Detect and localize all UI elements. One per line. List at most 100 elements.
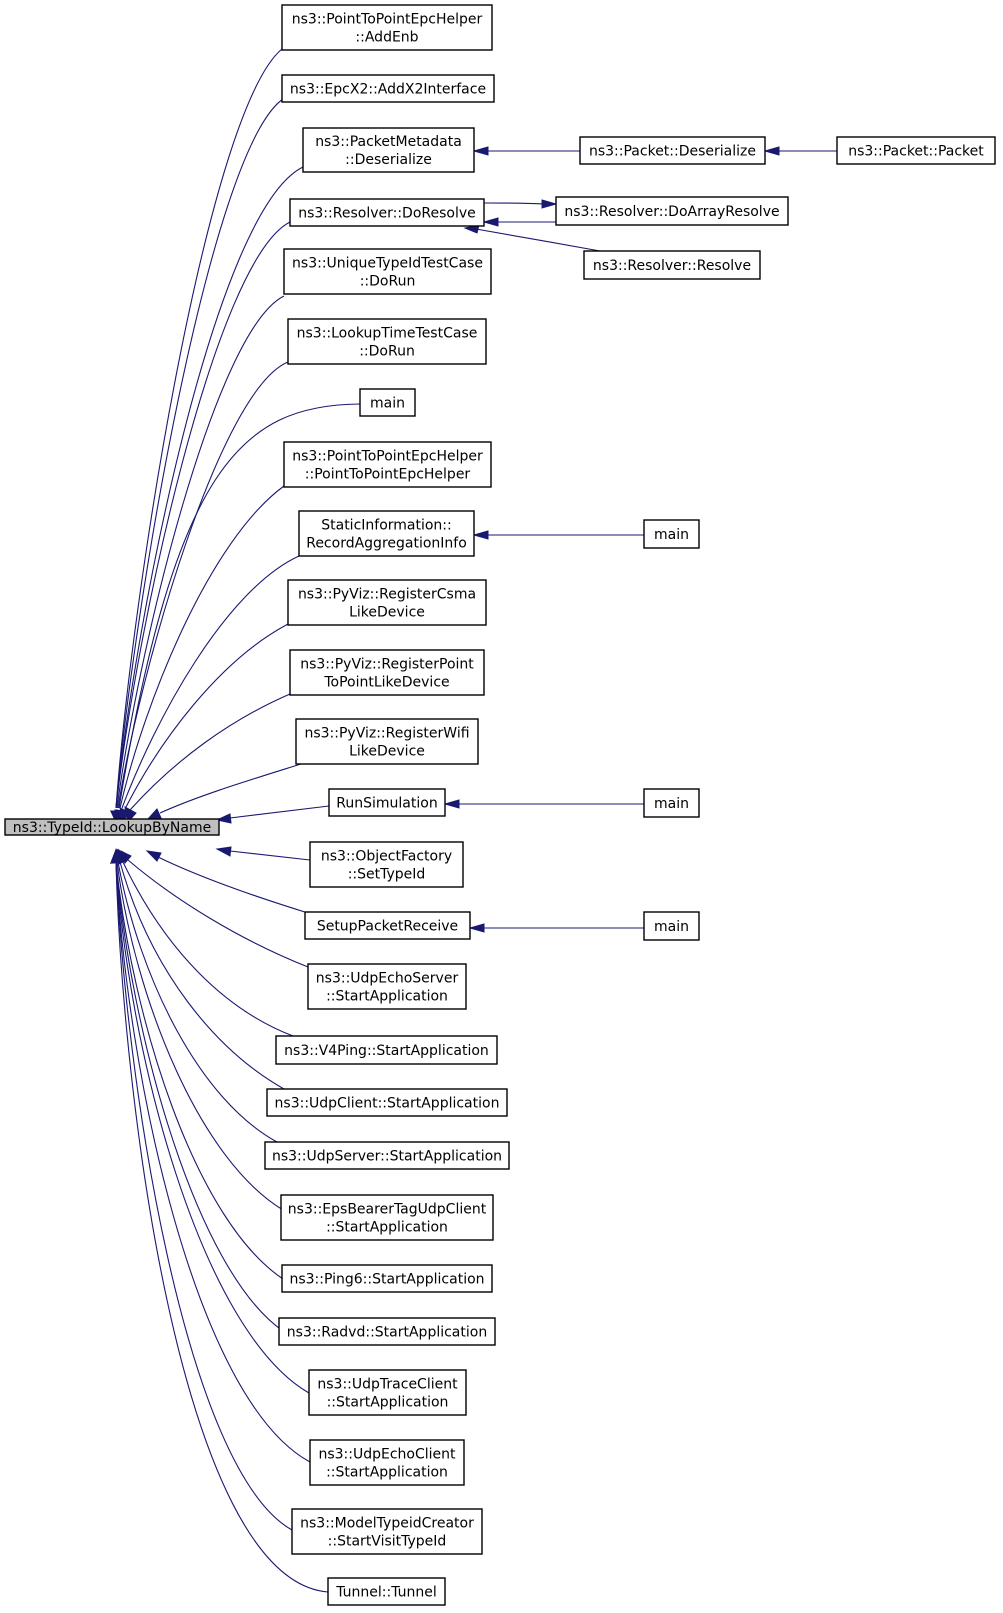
edge-line	[115, 861, 293, 1531]
node-box	[275, 1035, 498, 1065]
edge-line	[129, 693, 291, 811]
node-label: ::StartApplication	[326, 1220, 448, 1236]
node-run-simulation[interactable]: RunSimulation	[328, 788, 446, 817]
node-p2p-epc-ctor[interactable]: ns3::PointToPointEpcHelper::PointToPoint…	[283, 441, 492, 488]
node-radvd-start[interactable]: ns3::Radvd::StartApplication	[278, 1317, 496, 1346]
node-packet-packet[interactable]: ns3::Packet::Packet	[836, 136, 996, 165]
node-register-p2p[interactable]: ns3::PyViz::RegisterPointToPointLikeDevi…	[289, 649, 485, 696]
node-udp-client-start[interactable]: ns3::UdpClient::StartApplication	[266, 1088, 508, 1117]
node-root: ns3::TypeId::LookupByName	[4, 818, 220, 836]
node-model-typeid-creator[interactable]: ns3::ModelTypeidCreator::StartVisitTypeI…	[291, 1508, 483, 1555]
node-ping6-start[interactable]: ns3::Ping6::StartApplication	[281, 1264, 493, 1293]
node-main-1[interactable]: main	[359, 388, 416, 417]
node-add-x2[interactable]: ns3::EpcX2::AddX2Interface	[281, 74, 495, 103]
node-box	[289, 649, 485, 696]
node-udp-echo-client-start[interactable]: ns3::UdpEchoClient::StartApplication	[309, 1439, 465, 1486]
node-box	[295, 718, 479, 765]
node-add-enb[interactable]: ns3::PointToPointEpcHelper::AddEnb	[281, 4, 493, 51]
node-label: main	[654, 527, 689, 543]
edge-arrowhead	[472, 146, 489, 156]
node-record-aggregation[interactable]: StaticInformation::RecordAggregationInfo	[298, 510, 475, 557]
node-box	[555, 196, 789, 226]
node-label: ns3::TypeId::LookupByName	[13, 820, 211, 836]
edge-main-2-to-record-aggregation	[472, 530, 644, 540]
node-label: ns3::PyViz::RegisterCsma	[298, 587, 476, 603]
node-udp-echo-server-start[interactable]: ns3::UdpEchoServer::StartApplication	[307, 963, 467, 1010]
edge-line	[122, 861, 294, 1037]
node-label: ns3::UdpTraceClient	[317, 1377, 458, 1393]
edge-udp-client-start-to-root	[115, 848, 285, 1090]
node-label: ns3::UdpServer::StartApplication	[272, 1149, 502, 1165]
node-box	[304, 911, 471, 940]
node-main-4[interactable]: main	[643, 911, 700, 941]
node-label: ::DoRun	[360, 274, 416, 290]
node-udp-server-start[interactable]: ns3::UdpServer::StartApplication	[264, 1141, 510, 1170]
edge-object-factory-settypeid-to-root	[215, 846, 311, 861]
node-pm-deserialize[interactable]: ns3::PacketMetadata::Deserialize	[302, 127, 475, 173]
edge-resolver-doresolve-to-root	[110, 221, 291, 824]
edge-packet-deserialize-to-pm-deserialize	[472, 146, 580, 156]
node-label: LikeDevice	[349, 605, 425, 621]
edge-arrowhead	[468, 923, 485, 933]
edge-udp-trace-client-start-to-root	[110, 848, 310, 1394]
node-box	[836, 136, 996, 165]
node-label: ns3::Radvd::StartApplication	[287, 1325, 487, 1341]
edge-tunnel-tunnel-to-root	[110, 848, 329, 1593]
node-label: main	[370, 396, 405, 412]
edge-arrowhead	[215, 813, 232, 824]
node-unique-typeid-dorun[interactable]: ns3::UniqueTypeIdTestCase::DoRun	[283, 248, 492, 295]
node-box	[643, 911, 700, 941]
node-label: ns3::LookupTimeTestCase	[297, 326, 478, 342]
node-setup-packet-receive[interactable]: SetupPacketReceive	[304, 911, 471, 940]
node-resolver-doarrayresolve[interactable]: ns3::Resolver::DoArrayResolve	[555, 196, 789, 226]
node-packet-deserialize[interactable]: ns3::Packet::Deserialize	[579, 136, 766, 165]
node-label: ns3::UdpEchoServer	[316, 971, 459, 987]
edge-line	[157, 856, 309, 914]
node-resolver-doresolve[interactable]: ns3::Resolver::DoResolve	[289, 198, 485, 227]
node-label: ns3::Resolver::Resolve	[593, 258, 751, 274]
node-box	[579, 136, 766, 165]
node-label: ::StartVisitTypeId	[328, 1534, 447, 1550]
node-main-3[interactable]: main	[643, 788, 700, 818]
edge-line	[116, 295, 285, 809]
node-label: ns3::UdpClient::StartApplication	[275, 1096, 500, 1112]
node-box	[302, 127, 475, 173]
node-label: ns3::PointToPointEpcHelper	[292, 449, 483, 465]
node-object-factory-settypeid[interactable]: ns3::ObjectFactory::SetTypeId	[309, 841, 464, 888]
node-label: ns3::ModelTypeidCreator	[300, 1516, 474, 1532]
edge-register-p2p-to-root	[124, 693, 291, 824]
node-label: ::SetTypeId	[348, 867, 426, 883]
edge-line	[115, 166, 304, 809]
node-lookup-time-dorun[interactable]: ns3::LookupTimeTestCase::DoRun	[287, 318, 487, 365]
node-label: ns3::UdpEchoClient	[318, 1447, 456, 1463]
node-label: ns3::UniqueTypeIdTestCase	[292, 256, 483, 272]
edge-eps-bearer-start-to-root	[111, 848, 284, 1211]
node-box	[327, 1577, 446, 1606]
node-udp-trace-client-start[interactable]: ns3::UdpTraceClient::StartApplication	[308, 1369, 467, 1416]
node-label: ns3::ObjectFactory	[321, 849, 452, 865]
edge-line	[115, 98, 284, 809]
edge-line	[117, 361, 289, 809]
node-box	[266, 1088, 508, 1117]
node-box	[307, 963, 467, 1010]
edge-arrowhead	[472, 530, 489, 540]
edge-register-wifi-to-root	[145, 763, 302, 821]
node-eps-bearer-start[interactable]: ns3::EpsBearerTagUdpClient::StartApplica…	[280, 1194, 494, 1241]
node-resolver-resolve[interactable]: ns3::Resolver::Resolve	[583, 250, 761, 280]
edge-main-4-to-setup-packet-receive	[468, 923, 644, 933]
node-label: ::StartApplication	[326, 989, 448, 1005]
node-label: ns3::EpcX2::AddX2Interface	[290, 82, 486, 98]
node-label: ns3::Resolver::DoResolve	[298, 206, 476, 222]
edge-line	[116, 861, 284, 1211]
node-label: ns3::PointToPointEpcHelper	[292, 12, 483, 28]
node-label: main	[654, 796, 689, 812]
edge-line	[127, 859, 309, 968]
node-main-2[interactable]: main	[643, 519, 700, 549]
node-label: LikeDevice	[349, 744, 425, 760]
node-v4ping-start[interactable]: ns3::V4Ping::StartApplication	[275, 1035, 498, 1065]
node-box	[264, 1141, 510, 1170]
node-tunnel-tunnel[interactable]: Tunnel::Tunnel	[327, 1577, 446, 1606]
edge-udp-server-start-to-root	[112, 848, 278, 1143]
